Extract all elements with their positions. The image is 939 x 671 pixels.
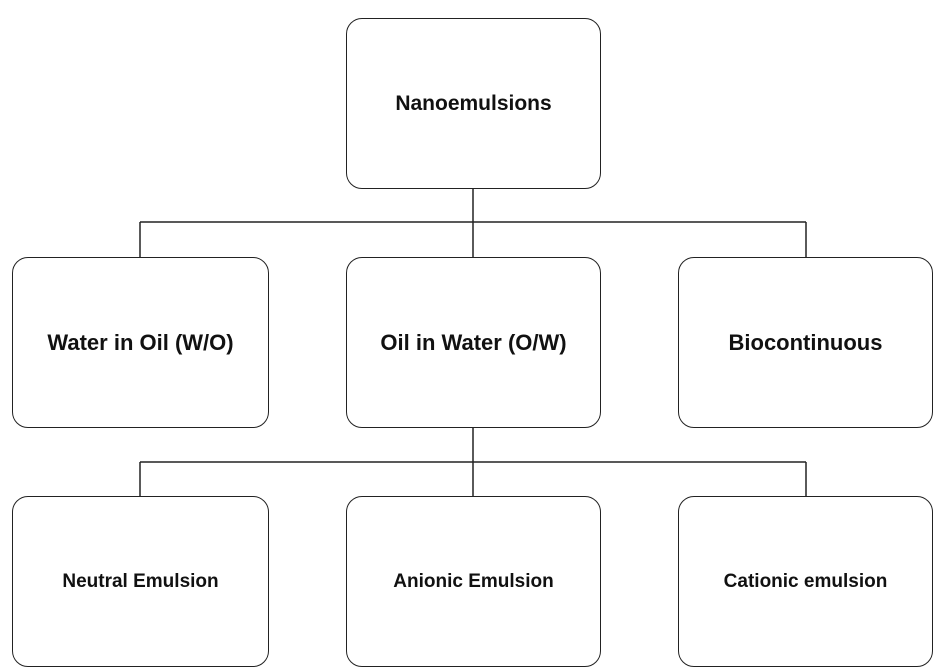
node-label: Neutral Emulsion (62, 570, 219, 592)
node-neutral-emulsion: Neutral Emulsion (12, 496, 269, 667)
node-label: Nanoemulsions (395, 91, 552, 115)
node-label: Oil in Water (O/W) (380, 329, 567, 355)
node-label: Biocontinuous (728, 329, 883, 355)
node-biocontinuous: Biocontinuous (678, 257, 933, 428)
node-label: Cationic emulsion (723, 570, 888, 592)
node-anionic-emulsion: Anionic Emulsion (346, 496, 601, 667)
node-label: Anionic Emulsion (393, 570, 554, 592)
node-label: Water in Oil (W/O) (47, 329, 234, 355)
node-nanoemulsions: Nanoemulsions (346, 18, 601, 189)
node-oil-in-water: Oil in Water (O/W) (346, 257, 601, 428)
node-cationic-emulsion: Cationic emulsion (678, 496, 933, 667)
node-water-in-oil: Water in Oil (W/O) (12, 257, 269, 428)
